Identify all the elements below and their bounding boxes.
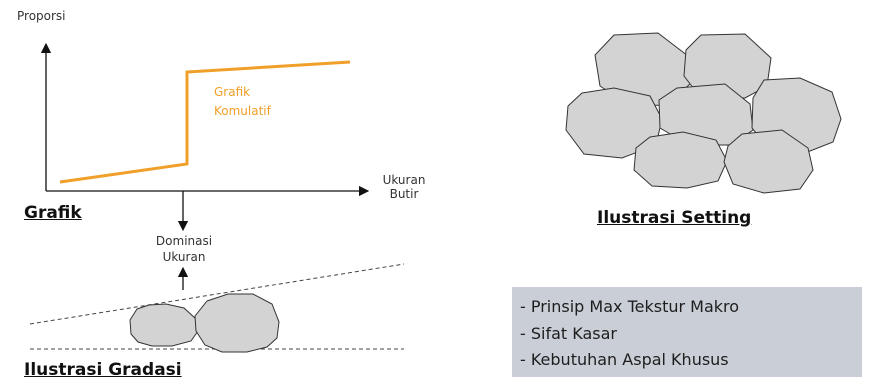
x-axis-label-line2: Butir: [389, 187, 419, 201]
x-axis-label: Ukuran Butir: [364, 173, 444, 201]
dominance-label: Dominasi Ukuran: [140, 233, 228, 265]
y-axis-label: Proporsi: [17, 9, 66, 23]
dominance-label-line2: Ukuran: [162, 250, 206, 264]
setting-particle: [683, 33, 772, 99]
info-box: - Prinsip Max Tekstur Makro - Sifat Kasa…: [512, 287, 862, 377]
info-item: - Kebutuhan Aspal Khusus: [520, 350, 729, 369]
heading-grafik: Grafik: [24, 203, 82, 223]
gradation-particle: [194, 293, 280, 353]
gradation-particle: [129, 303, 199, 347]
gradation-slope-line: [29, 263, 405, 325]
cumulative-curve: [59, 60, 351, 184]
dominance-label-line1: Dominasi: [155, 234, 213, 248]
curve-label-line1: Grafik: [214, 85, 251, 99]
heading-setting: Ilustrasi Setting: [597, 208, 752, 228]
info-item: - Sifat Kasar: [520, 324, 617, 343]
setting-particle: [723, 129, 814, 194]
heading-gradasi: Ilustrasi Gradasi: [24, 360, 182, 380]
curve-label: Grafik Komulatif: [214, 83, 271, 121]
setting-particle: [633, 131, 728, 189]
curve-label-line2: Komulatif: [214, 104, 271, 118]
info-item: - Prinsip Max Tekstur Makro: [520, 297, 740, 316]
x-axis-label-line1: Ukuran: [382, 173, 426, 187]
